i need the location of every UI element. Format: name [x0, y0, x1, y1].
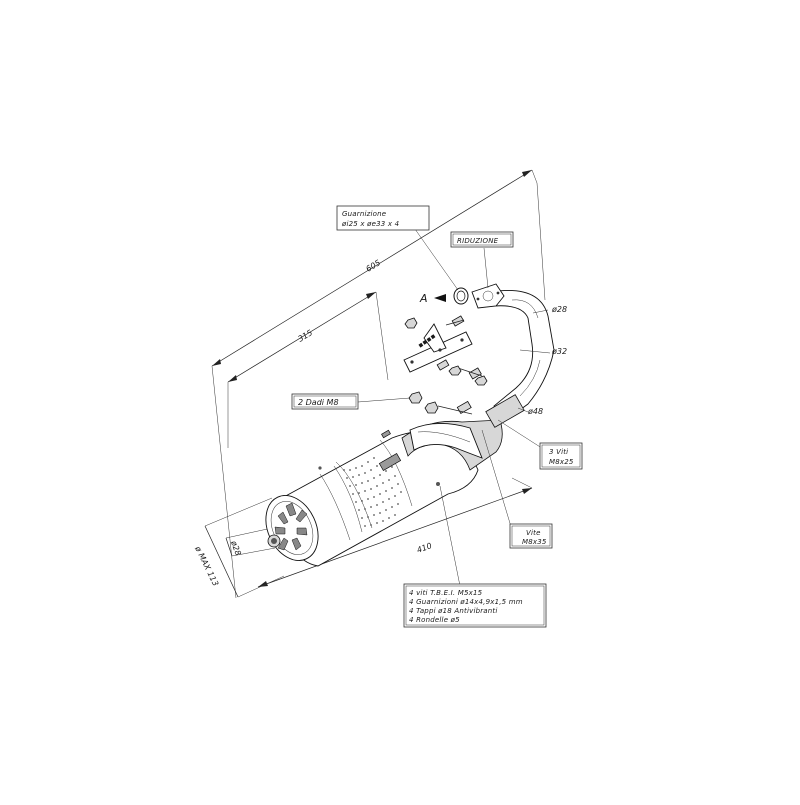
link-pipe [401, 419, 503, 471]
screws-size: M8x25 [549, 458, 574, 466]
view-arrow-icon [434, 294, 446, 302]
callout-leaders [357, 221, 551, 587]
reduction-callout: RIDUZIONE [450, 231, 514, 248]
kit-line-4: 4 Rondelle ø5 [409, 616, 460, 624]
screw-size: M8x35 [522, 538, 547, 546]
kit-line-1: 4 viti T.B.E.I. M5x15 [409, 589, 483, 597]
silencer [281, 429, 479, 567]
pipe-diameter-48: ø48 [527, 407, 543, 416]
bolt-top [445, 315, 465, 327]
overall-length-dimension: 605 [211, 169, 546, 599]
nuts-callout: 2 Dadi M8 [291, 393, 359, 410]
pipe-diameter-28: ø28 [551, 305, 567, 314]
screws-callout: 3 Viti M8x25 [539, 442, 583, 470]
bolt-lower [436, 359, 462, 376]
kit-line-3: 4 Tappi ø18 Antivibranti [409, 607, 498, 615]
bolt-middle [457, 367, 488, 386]
screw-callout: Vite M8x35 [509, 523, 553, 549]
bolt-m8x25 [424, 400, 473, 415]
overall-length-value: 605 [364, 258, 382, 274]
header-pipe [485, 289, 555, 428]
gasket-spec: øi25 x øe33 x 4 [341, 220, 399, 228]
silencer-end-cap [265, 495, 319, 561]
reduction-label: RIDUZIONE [457, 237, 499, 245]
view-marker: A [419, 292, 446, 305]
offset-value: 315 [296, 328, 314, 344]
gasket-callout: Guarnizione øi25 x øe33 x 4 [336, 205, 430, 231]
mount-point [436, 482, 440, 486]
gasket-title: Guarnizione [342, 210, 386, 218]
brand-badge [378, 453, 402, 471]
nut-m8 [408, 391, 423, 404]
screw-title: Vite [526, 529, 541, 537]
pipe-collar [485, 394, 525, 428]
nuts-label: 2 Dadi M8 [298, 398, 339, 407]
screws-qty: 3 Viti [549, 448, 568, 456]
offset-dimension: 315 [227, 291, 389, 448]
nut-left [404, 317, 418, 329]
view-marker-label: A [419, 292, 428, 305]
perforated-band [335, 439, 413, 529]
kit-line-2: 4 Guarnizioni ø14x4,9x1,5 mm [409, 598, 523, 606]
exhaust-flange [471, 283, 505, 309]
small-badge [381, 429, 391, 439]
gasket-ring [453, 287, 469, 305]
silencer-length-value: 410 [416, 541, 433, 555]
kit-callout: 4 viti T.B.E.I. M5x15 4 Guarnizioni ø14x… [403, 583, 547, 628]
pipe-diameter-32: ø32 [551, 347, 567, 356]
